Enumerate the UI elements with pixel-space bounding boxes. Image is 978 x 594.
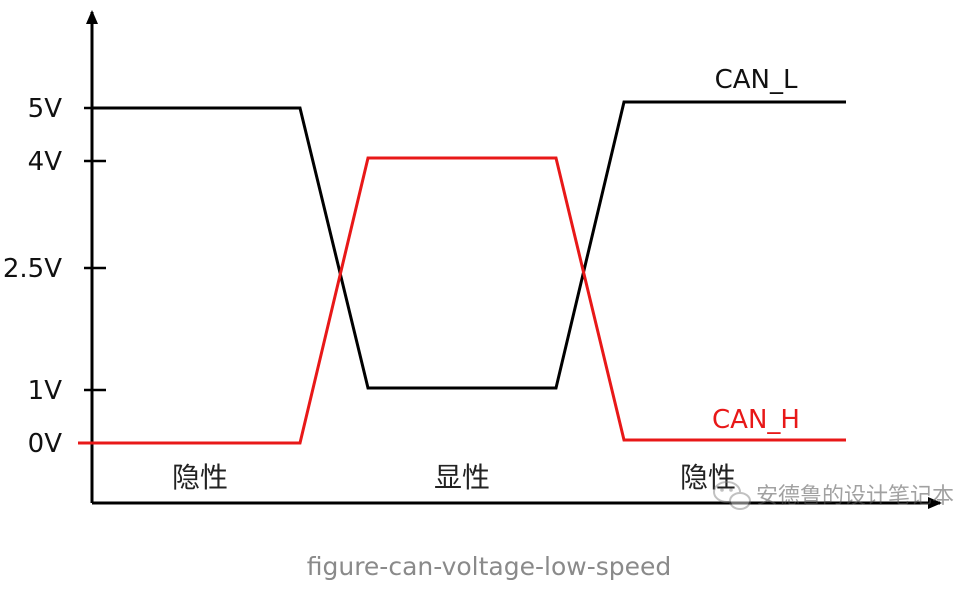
wechat-icon (713, 481, 751, 510)
y-tick-label-1: 4V (28, 147, 63, 177)
region-label-recessive-left: 隐性 (172, 461, 228, 494)
region-label-dominant: 显性 (434, 461, 490, 494)
x-axis-arrow (928, 497, 942, 509)
figure-caption: figure-can-voltage-low-speed (306, 552, 672, 581)
y-axis-arrow (86, 10, 98, 24)
watermark-text: 安德鲁的设计笔记本 (756, 484, 954, 509)
series-line-can-h (78, 156, 846, 445)
series-lines (78, 100, 846, 445)
y-tick-label-4: 0V (28, 429, 63, 459)
watermark: 安德鲁的设计笔记本 (713, 481, 954, 510)
y-tick-label-0: 5V (28, 94, 63, 124)
y-tick-labels: 5V 4V 2.5V 1V 0V (3, 94, 62, 459)
y-tick-label-3: 1V (28, 376, 63, 406)
series-label-can-h: CAN_H (712, 405, 800, 435)
y-tick-label-2: 2.5V (3, 254, 62, 284)
series-line-can-l (92, 100, 846, 390)
series-labels: CAN_L CAN_H (712, 65, 800, 435)
region-label-recessive-right: 隐性 (680, 461, 736, 494)
series-label-can-l: CAN_L (715, 65, 798, 95)
y-ticks (84, 106, 106, 445)
